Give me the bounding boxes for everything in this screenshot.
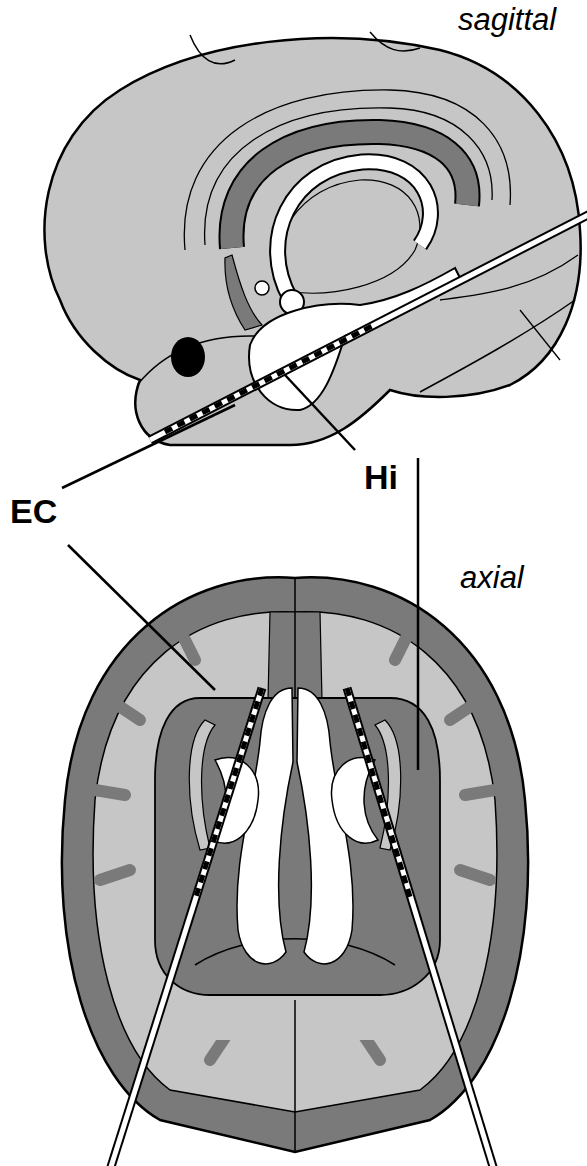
electrode-contacts [165,326,372,432]
temporal-horn [189,720,215,850]
leader-line [285,375,355,450]
sulcus [465,790,495,795]
sulcus-line [370,32,420,51]
electrode-shaft [347,688,494,1166]
electrode-shaft [110,688,262,1166]
fornix [278,162,431,298]
sulcus [95,790,125,795]
sagittal-view [44,32,587,445]
region-label: EC [10,494,57,528]
axial-view [62,577,528,1166]
small-nucleus [255,281,269,295]
brain-outline [44,38,580,445]
tentorium-line [420,300,575,392]
sulcus [180,630,195,660]
electrode-shaft [110,688,262,1166]
region-label: Hi [364,460,398,494]
leader-line [62,405,235,488]
leader-line [417,458,420,770]
sulcus [100,870,130,880]
electrode-shaft [347,688,494,1166]
electrode-contacts [347,688,411,900]
sulcus-line [190,35,235,64]
sulcus [460,870,490,880]
electrode-contacts [195,688,262,900]
splenium [195,939,395,965]
sulcus [450,700,480,720]
left-structures [189,688,293,964]
leader-line [68,545,215,690]
leader-lines [62,375,418,770]
interhemispheric-fissure [294,1000,296,1152]
sulcus [110,700,140,720]
view-title: sagittal [458,4,556,35]
view-title: axial [460,562,524,593]
interhemispheric-fissure [294,578,296,700]
fornix [278,162,431,298]
amygdala [171,337,205,377]
hypothalamus [225,255,262,330]
electrode-shaft [150,214,587,440]
sylvian-boundary [138,336,255,384]
sulcus [395,630,410,660]
electrode-shaft [150,214,587,440]
cerebellum-line [520,310,560,360]
